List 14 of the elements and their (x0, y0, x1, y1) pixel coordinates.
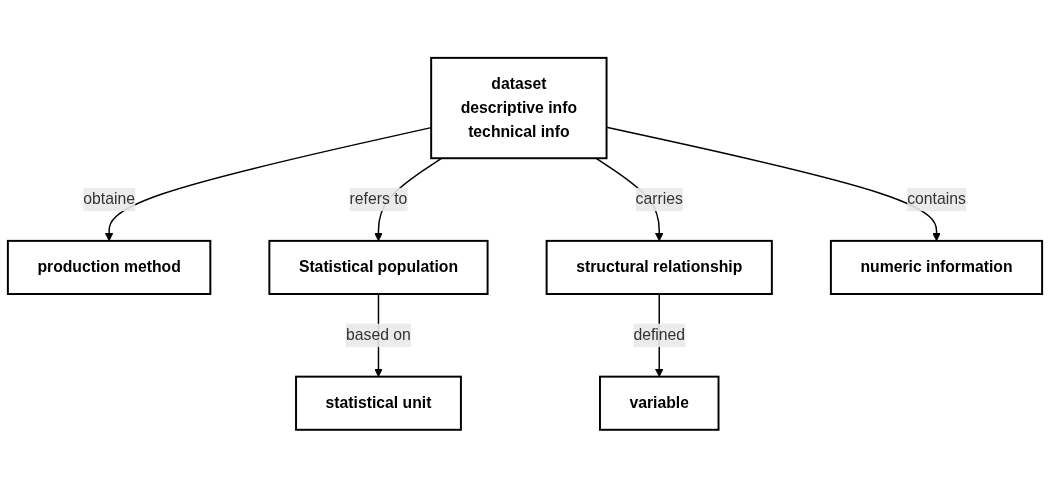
edge-label: defined (633, 326, 686, 344)
node-box: structural relationship (545, 240, 773, 296)
node-box: production method (6, 240, 212, 296)
node-box: variable (599, 375, 720, 431)
arrow (104, 127, 432, 242)
node-box: numeric information (829, 240, 1044, 296)
node-box: Statistical population (268, 240, 489, 296)
edge-label: obtaine (83, 190, 135, 208)
edge-label: contains (907, 190, 966, 208)
node-box: dataset descriptive info technical info (430, 57, 608, 160)
edge-label: refers to (349, 190, 408, 208)
node-box: statistical unit (295, 375, 462, 431)
edge-label: based on (346, 326, 411, 344)
edge-label: carries (635, 190, 683, 208)
